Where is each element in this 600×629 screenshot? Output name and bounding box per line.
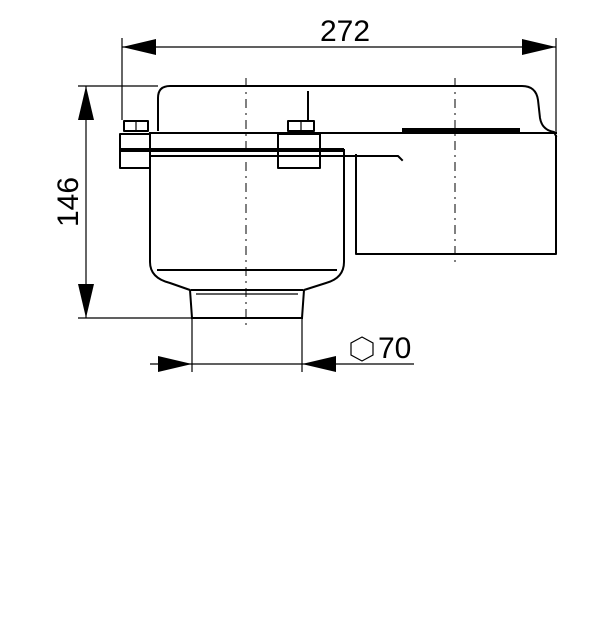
width-arrow-left: [122, 39, 156, 55]
dimension-width: 272: [121, 15, 557, 132]
lid-outline: [157, 85, 558, 138]
width-arrow-right: [522, 39, 556, 55]
outlet-label: 70: [378, 332, 411, 365]
outlet-arrow-right: [302, 356, 336, 372]
inlet-stub: [343, 149, 404, 162]
dimension-outlet: 70: [150, 318, 414, 372]
outlet-pipe: [191, 289, 303, 319]
left-bolt-block: [119, 133, 151, 169]
dimension-height: 146: [52, 85, 192, 319]
center-lines: [245, 78, 456, 328]
height-arrow-top: [78, 86, 94, 120]
bowl-outline: [149, 155, 345, 320]
middle-bolt-block: [277, 133, 321, 169]
height-label: 146: [52, 177, 85, 227]
right-housing: [355, 135, 557, 255]
device-body: [119, 85, 558, 320]
width-label: 272: [320, 15, 370, 48]
hexagon-icon: [350, 336, 374, 362]
outlet-arrow-left: [158, 356, 192, 372]
height-arrow-bottom: [78, 284, 94, 318]
